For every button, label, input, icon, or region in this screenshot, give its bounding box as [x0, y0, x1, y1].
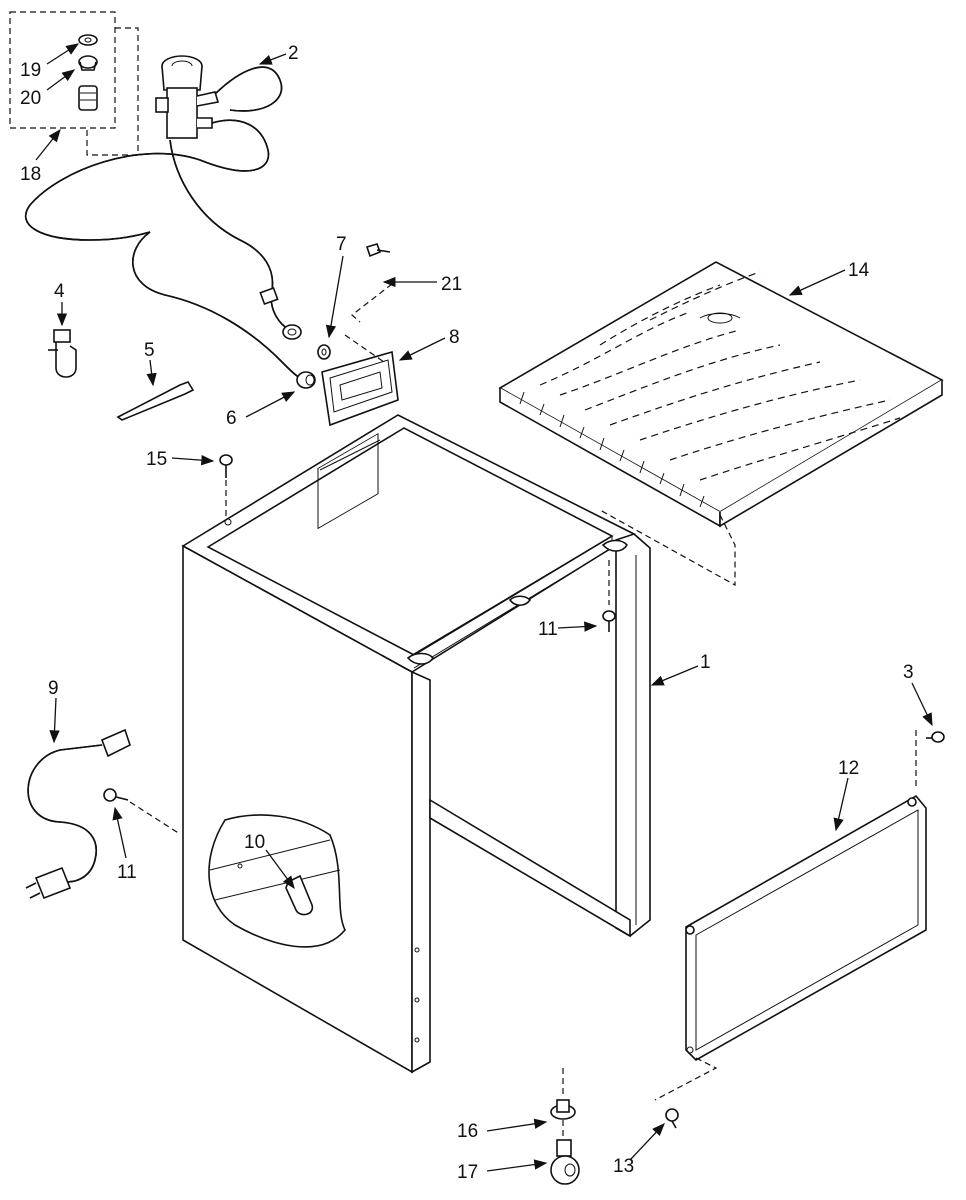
callout-labels: 1 2 3 4 5 6 7 8 9 10 11 11 12 13 14 15 1…: [20, 43, 914, 1183]
part-8-bracket: [321, 350, 399, 427]
callout-5: 5: [144, 340, 155, 361]
callout-3: 3: [903, 662, 914, 683]
inset-box: [9, 11, 139, 156]
part-11-screw-left: [103, 788, 181, 835]
part-13-screw: [665, 1108, 679, 1129]
part-9-power-cord: [25, 728, 131, 900]
part-12-front-panel: [654, 730, 927, 1101]
part-18-fitting: [78, 85, 98, 111]
part-14-wood-top: [498, 261, 944, 587]
callout-16: 16: [457, 1121, 478, 1142]
callout-6: 6: [226, 408, 237, 429]
part-1-cabinet: [181, 414, 651, 1074]
callout-11-top: 11: [538, 619, 558, 640]
callout-4: 4: [54, 281, 65, 302]
part-19-washer: [78, 34, 98, 46]
callout-2: 2: [288, 43, 299, 64]
part-11-screw-top: [602, 560, 616, 632]
callout-14: 14: [848, 260, 870, 281]
callout-17: 17: [457, 1162, 478, 1183]
callout-10: 10: [244, 832, 265, 853]
callout-7: 7: [336, 234, 347, 255]
callout-21: 21: [441, 274, 462, 295]
part-3-screw: [926, 731, 945, 743]
part-5-tie-strap: [116, 381, 195, 421]
callout-18: 18: [20, 164, 41, 185]
callout-19: 19: [20, 60, 41, 81]
callout-12: 12: [838, 758, 859, 779]
part-6-hose-end: [296, 371, 316, 389]
part-17-caster: [550, 1139, 580, 1185]
callout-1: 1: [700, 652, 711, 673]
callout-11-left: 11: [117, 862, 137, 883]
callout-8: 8: [449, 327, 460, 348]
part-2-water-valve: [155, 55, 220, 139]
part-21-screw: [344, 243, 393, 363]
callout-20: 20: [20, 88, 41, 109]
callout-13: 13: [613, 1156, 634, 1177]
part-16-leg: [550, 1068, 576, 1140]
callout-15: 15: [146, 449, 167, 470]
callout-9: 9: [48, 678, 59, 699]
part-7-washer: [317, 344, 331, 360]
part-15-screw: [219, 454, 233, 520]
leader-lines: [35, 43, 933, 1172]
part-2-hoses: [24, 66, 302, 379]
part-20-screen: [78, 55, 98, 71]
part-4-clamp: [48, 329, 77, 378]
